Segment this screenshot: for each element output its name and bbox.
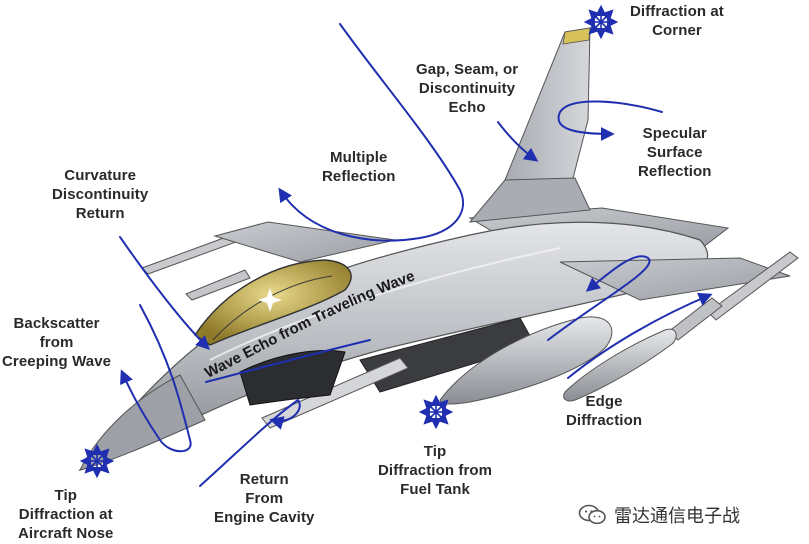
watermark: 雷达通信电子战 [578, 502, 740, 528]
tail-tip [562, 27, 591, 45]
label-edge-diffraction: Edge Diffraction [566, 393, 643, 429]
label-diffraction-corner: Diffraction at Corner [630, 3, 724, 39]
wechat-logo-icon [578, 504, 606, 525]
arrow-curvature-return [119, 236, 210, 350]
arrow-edge-diffraction-2 [567, 292, 713, 379]
arrow-traveling-wave [205, 339, 371, 383]
nose-cone [79, 374, 206, 471]
label-specular: Specular Surface Reflection [638, 125, 712, 180]
lower-right-missile [563, 328, 677, 402]
label-gap-seam: Gap, Seam, or Discontinuity Echo [416, 61, 519, 116]
fuselage-highlight [209, 247, 561, 361]
arrow-edge-diffraction [547, 255, 651, 341]
horizontal-stabilizer [559, 257, 791, 301]
label-engine-cavity: Return From Engine Cavity [214, 471, 315, 526]
label-curvature: Curvature Discontinuity Return [52, 167, 149, 222]
label-tip-fuel-tank: Tip Diffraction from Fuel Tank [378, 443, 493, 498]
arrow-multiple-reflection [278, 23, 465, 242]
arrow-gap-seam-echo [497, 121, 539, 162]
label-tip-nose: Tip Diffraction at Aircraft Nose [18, 487, 114, 542]
label-multiple-reflection: Multiple Reflection [322, 149, 396, 185]
left-pylon-missile [185, 269, 251, 301]
arrow-engine-cavity [199, 398, 301, 487]
arrow-backscatter-creeping [120, 304, 192, 453]
arrow-specular-reflection [557, 100, 663, 141]
aircraft [78, 27, 799, 472]
scatter-star-nose-icon [79, 443, 115, 479]
label-backscatter: Backscatter from Creeping Wave [2, 315, 112, 370]
tail-fairing [468, 177, 591, 223]
left-wing [213, 221, 396, 263]
fuel-tank [439, 316, 613, 405]
engine-intake [239, 350, 346, 406]
watermark-text: 雷达通信电子战 [614, 506, 740, 527]
right-wingtip-missile [707, 251, 799, 321]
scatter-star-fuel-tank-icon [418, 394, 454, 430]
scatter-star-tail-icon [583, 4, 619, 40]
canopy-glint-icon [258, 288, 282, 312]
